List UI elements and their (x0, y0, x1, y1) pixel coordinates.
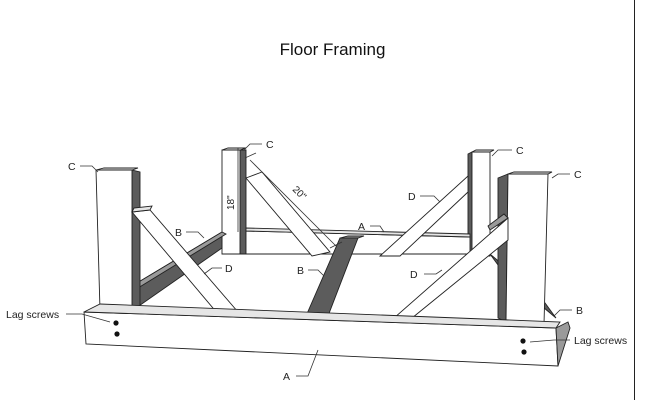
height-dimension: 18" (226, 148, 239, 232)
label-c-back-left: C (266, 139, 274, 151)
post-back-right (467, 149, 495, 257)
label-b-left: B (175, 227, 182, 239)
label-d-front-left: D (225, 263, 233, 275)
label-c-back-right: C (516, 145, 524, 157)
label-lag-screws-left: Lag screws (6, 309, 59, 321)
label-c-front-right: C (574, 169, 582, 181)
figure-title: Floor Framing (279, 40, 386, 59)
label-lag-screws-right: Lag screws (574, 335, 627, 347)
post-back-left (221, 147, 247, 255)
label-a-back: A (358, 221, 365, 233)
brace-back-right (378, 174, 469, 257)
rim-joist-front (83, 303, 571, 367)
label-b-right: B (576, 305, 583, 317)
height-dimension-text: 18" (226, 195, 237, 210)
label-c-front-left: C (68, 161, 76, 173)
label-a-front: A (283, 371, 290, 383)
page-border (634, 0, 635, 400)
post-front-right (497, 171, 553, 325)
lag-screws-left (113, 320, 120, 337)
post-front-left (95, 167, 141, 313)
brace-back-left (245, 171, 331, 257)
diagonal-dimension-text: 20" (290, 184, 308, 202)
label-d-back-right: D (408, 191, 416, 203)
label-b-center: B (297, 265, 304, 277)
label-d-front-right: D (410, 269, 418, 281)
lag-screws-right (520, 338, 527, 355)
